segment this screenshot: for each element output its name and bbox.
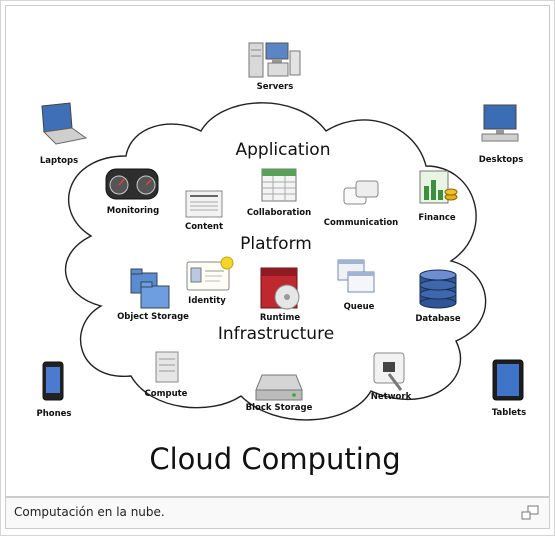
caption-bar: Computación en la nube.	[5, 497, 550, 529]
section-platform: Platform	[240, 234, 312, 254]
runtime-label: Runtime	[260, 313, 300, 323]
phones-node: Phones	[37, 361, 72, 419]
chat-bubbles-icon	[343, 180, 379, 205]
finance-label: Finance	[418, 213, 456, 223]
block-storage-node: Block Storage	[246, 374, 313, 413]
database-icon	[419, 269, 457, 309]
network-jack-icon	[373, 352, 405, 391]
communication-node: Communication	[324, 180, 398, 228]
spreadsheet-icon	[261, 168, 297, 202]
caption-text: Computación en la nube.	[14, 505, 165, 519]
diagram-title: Cloud Computing	[149, 442, 400, 476]
cloud-shape	[64, 102, 487, 421]
compute-node: Compute	[145, 351, 188, 399]
enlarge-icon[interactable]	[521, 505, 539, 521]
network-label: Network	[371, 392, 412, 402]
finance-node: Finance	[418, 170, 458, 223]
runtime-box-icon	[260, 267, 300, 310]
folders-icon	[130, 268, 170, 309]
section-application: Application	[236, 140, 331, 160]
queue-windows-icon	[337, 259, 375, 293]
newspaper-icon	[185, 190, 223, 218]
desktops-label: Desktops	[479, 155, 524, 165]
runtime-node: Runtime	[260, 267, 300, 323]
identity-node: Identity	[186, 256, 234, 306]
content-label: Content	[185, 222, 223, 232]
identity-label: Identity	[188, 296, 226, 306]
object-storage-node: Object Storage	[117, 268, 189, 322]
compute-label: Compute	[145, 389, 188, 399]
servers-label: Servers	[257, 82, 294, 92]
content-node: Content	[185, 190, 223, 232]
phone-icon	[42, 361, 64, 401]
desktop-icon	[481, 104, 519, 142]
servers-node: Servers	[248, 42, 301, 92]
hard-drive-icon	[255, 374, 303, 401]
monitoring-node: Monitoring	[105, 168, 159, 216]
desktops-node: Desktops	[479, 104, 524, 165]
thumbnail-image[interactable]: Application Platform Infrastructure Clou…	[5, 5, 550, 497]
gauge-icon	[105, 168, 159, 200]
queue-node: Queue	[337, 259, 375, 312]
compute-server-icon	[155, 351, 179, 383]
tablet-icon	[492, 359, 524, 401]
phones-label: Phones	[37, 409, 72, 419]
network-node: Network	[371, 352, 412, 402]
servers-icon	[248, 42, 301, 78]
monitoring-label: Monitoring	[107, 206, 159, 216]
laptop-icon	[41, 102, 88, 145]
queue-label: Queue	[344, 302, 375, 312]
id-card-icon	[186, 256, 234, 291]
database-label: Database	[415, 314, 460, 324]
object-storage-label: Object Storage	[117, 312, 189, 322]
collaboration-label: Collaboration	[247, 208, 311, 218]
laptops-node: Laptops	[40, 102, 88, 166]
laptops-label: Laptops	[40, 156, 78, 166]
cloud-computing-diagram: Application Platform Infrastructure Clou…	[37, 42, 526, 476]
database-node: Database	[415, 269, 461, 324]
tablets-node: Tablets	[492, 359, 526, 418]
finance-chart-icon	[419, 170, 458, 204]
section-infrastructure: Infrastructure	[218, 324, 334, 344]
collaboration-node: Collaboration	[247, 168, 311, 218]
communication-label: Communication	[324, 218, 398, 228]
block-storage-label: Block Storage	[246, 403, 313, 413]
tablets-label: Tablets	[492, 408, 526, 418]
